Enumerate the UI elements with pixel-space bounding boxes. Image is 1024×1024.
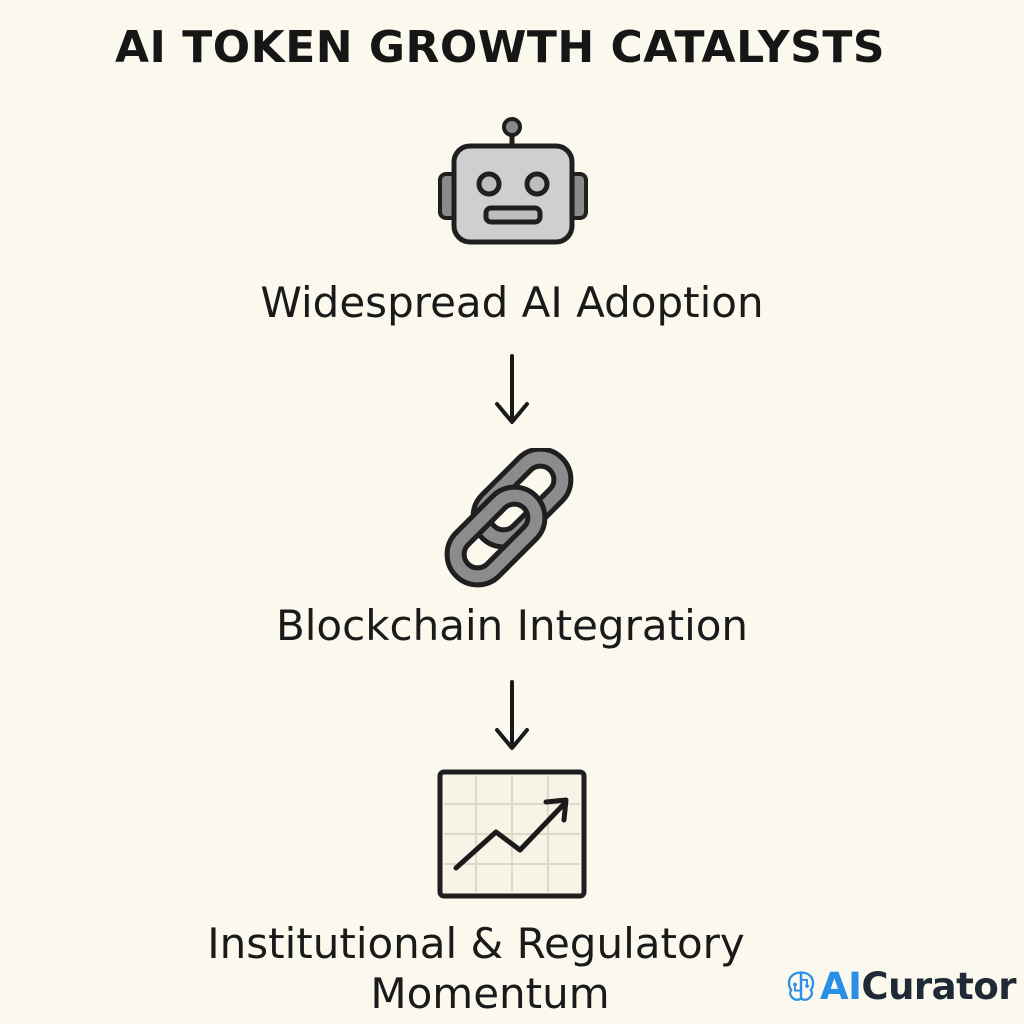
chain-link-icon [444, 448, 574, 588]
step-label-blockchain: Blockchain Integration [275, 601, 749, 650]
robot-icon [438, 117, 588, 245]
brand-logo: AICurator [786, 958, 1016, 1014]
brand-text-ai: AI [820, 964, 862, 1008]
brand-text-curator: Curator [861, 964, 1016, 1008]
step-label-institutional-line1: Institutional & Regulatory [207, 919, 745, 968]
down-arrow-icon [495, 354, 529, 424]
growth-chart-icon [437, 769, 587, 899]
step-label-institutional-line2: Momentum [370, 969, 610, 1018]
down-arrow-icon [495, 680, 529, 750]
step-label-adoption: Widespread AI Adoption [260, 278, 764, 327]
brain-circuit-icon [787, 971, 815, 1001]
diagram-title: AI TOKEN GROWTH CATALYSTS [114, 22, 886, 73]
